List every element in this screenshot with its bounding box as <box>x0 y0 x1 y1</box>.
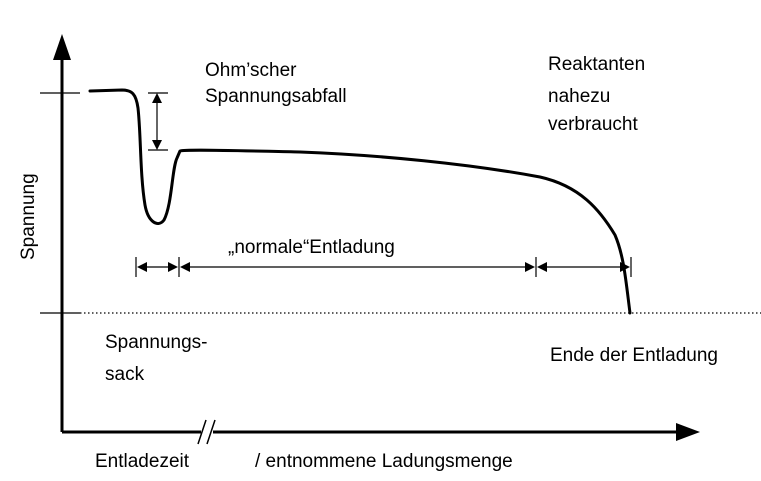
reactants-label-line2: nahezu <box>548 86 611 107</box>
x-axis-label-right: / entnommene Ladungsmenge <box>255 451 513 472</box>
normal-discharge-label: „normale“Entladung <box>228 237 395 258</box>
voltage-sag-label-line2: sack <box>105 364 145 385</box>
reactants-label-line3: verbraucht <box>548 114 638 135</box>
ohmic-drop-label-line2: Spannungsabfall <box>205 86 347 107</box>
ohmic-drop-label-line1: Ohm’scher <box>205 60 297 81</box>
ohmic-drop-indicator <box>148 92 168 151</box>
x-axis-arrowhead <box>676 423 700 441</box>
y-axis-arrowhead <box>53 34 71 60</box>
voltage-sag-label-line1: Spannungs- <box>105 332 208 353</box>
range-arrows <box>135 257 632 277</box>
ohmic-drop-arrowhead-down <box>152 140 162 150</box>
x-axis-label-left: Entladezeit <box>95 451 190 472</box>
ohmic-drop-arrowhead-up <box>152 93 162 103</box>
reactants-label-line1: Reaktanten <box>548 54 646 75</box>
discharge-curve <box>88 88 632 315</box>
axis-break-mark <box>197 419 216 445</box>
range-arrowheads <box>137 262 630 272</box>
y-axis-label: Spannung <box>18 173 39 260</box>
end-of-discharge-label: Ende der Entladung <box>550 345 718 366</box>
